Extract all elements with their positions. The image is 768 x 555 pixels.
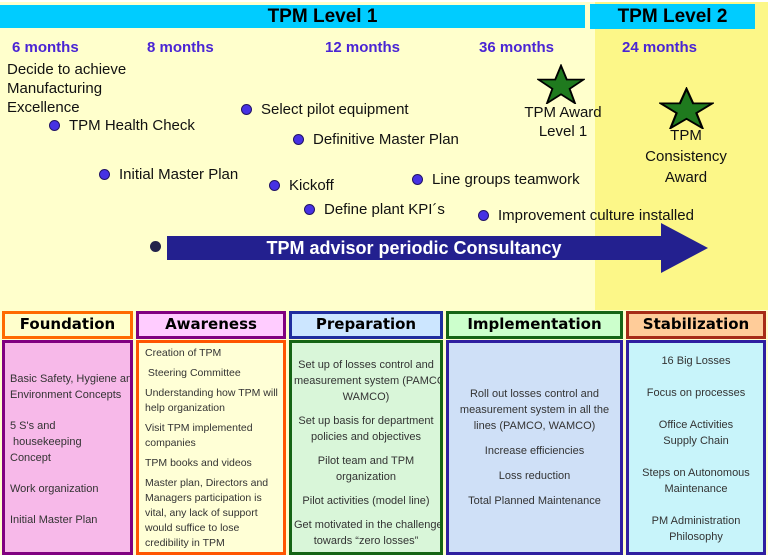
- milestone-line-groups-teamwork: Line groups teamwork: [412, 168, 580, 190]
- phase-column-implementation: Implementation Roll out losses control a…: [446, 311, 623, 555]
- level1-title-banner: TPM Level 1: [0, 5, 585, 28]
- month-label-8: 8 months: [147, 39, 214, 56]
- phase-item: Set up of losses control and measurement…: [294, 359, 443, 403]
- milestone-label: Initial Master Plan: [119, 165, 239, 183]
- phase-header-awareness: Awareness: [136, 311, 286, 339]
- phase-column-stabilization: Stabilization 16 Big Losses Focus on pro…: [626, 311, 766, 555]
- phase-item: Visit TPM implemented companies: [145, 422, 253, 449]
- phase-body-stabilization: 16 Big Losses Focus on processes Office …: [626, 340, 766, 555]
- milestone-label: Definitive Master Plan: [313, 130, 459, 148]
- award-line: TPM Award: [524, 104, 602, 121]
- phase-item: Steering Committee: [145, 367, 241, 379]
- month-label-6: 6 months: [12, 39, 79, 56]
- milestone-label: Kickoff: [289, 176, 334, 194]
- consultancy-arrow: TPM advisor periodic Consultancy: [167, 223, 708, 273]
- phase-item: TPM books and videos: [145, 457, 252, 469]
- phase-item: 5 S's and housekeeping Concept: [10, 420, 82, 464]
- milestone-label: Improvement culture installed: [498, 206, 694, 224]
- star-icon: [537, 64, 585, 104]
- arrowhead-icon: [661, 223, 708, 273]
- bullet-dot-icon: [241, 103, 252, 115]
- phase-body-awareness: Creation of TPM Steering Committee Under…: [136, 340, 286, 555]
- month-label-24: 24 months: [622, 39, 698, 56]
- phase-header-implementation: Implementation: [446, 311, 623, 339]
- tpm-consistency-award-label: TPM Consistency Award: [627, 125, 745, 188]
- bullet-dot-icon: [304, 203, 315, 215]
- note-line: Decide to achieve: [7, 61, 127, 78]
- milestone-kickoff: Kickoff: [269, 174, 334, 196]
- phase-item: Increase efficiencies: [484, 445, 585, 457]
- bullet-dot-icon: [99, 168, 110, 180]
- award-line: TPM: [670, 127, 702, 144]
- phase-item: PM Administration Philosophy: [651, 515, 741, 543]
- phase-header-foundation: Foundation: [2, 311, 133, 339]
- month-label-36: 36 months: [479, 39, 555, 56]
- phase-column-awareness: Awareness Creation of TPM Steering Commi…: [136, 311, 286, 555]
- phase-item: Focus on processes: [646, 387, 746, 399]
- phase-item: Pilot activities (model line): [302, 495, 430, 507]
- phase-item: Set up basis for department policies and…: [298, 415, 434, 443]
- award-line: Level 1: [538, 123, 588, 140]
- milestone-definitive-master-plan: Definitive Master Plan: [293, 128, 459, 150]
- milestone-define-plant-kpis: Define plant KPI´s: [304, 198, 445, 220]
- arrow-shaft: [167, 236, 661, 260]
- tpm-award-level1-label: TPM Award Level 1: [503, 103, 623, 141]
- arrow-label: TPM advisor periodic Consultancy: [266, 238, 562, 258]
- month-label-12: 12 months: [325, 39, 401, 56]
- milestone-label: Line groups teamwork: [432, 170, 580, 188]
- milestone-label: Define plant KPI´s: [324, 200, 445, 218]
- phase-item: Total Planned Maintenance: [468, 495, 601, 507]
- phase-item: Understanding how TPM will help organiza…: [145, 387, 278, 414]
- timeline-month-labels: 6 months 8 months 12 months 36 months 24…: [0, 39, 768, 57]
- note-line: Excellence: [7, 99, 80, 116]
- milestone-label: TPM Health Check: [69, 116, 195, 134]
- phase-body-foundation: Basic Safety, Hygiene and Environment Co…: [2, 340, 133, 555]
- phase-item: Steps on Autonomous Maintenance: [642, 467, 750, 495]
- start-decision-note: Decide to achieve Manufacturing Excellen…: [7, 60, 126, 117]
- arrow-start-dot: [150, 241, 161, 252]
- phase-body-implementation: Roll out losses control and measurement …: [446, 340, 623, 555]
- star-icon: [659, 87, 714, 129]
- bullet-dot-icon: [478, 209, 489, 221]
- phase-item: Initial Master Plan: [10, 514, 98, 526]
- phase-item: Loss reduction: [498, 470, 571, 482]
- phase-item: Office Activities Supply Chain: [658, 419, 734, 447]
- level2-title-banner: TPM Level 2: [590, 4, 755, 29]
- phase-body-preparation: Set up of losses control and measurement…: [289, 340, 443, 555]
- phase-item: Basic Safety, Hygiene and Environment Co…: [10, 373, 133, 401]
- award-line: Award: [664, 169, 708, 186]
- milestone-initial-master-plan: Initial Master Plan: [99, 163, 238, 185]
- phase-column-preparation: Preparation Set up of losses control and…: [289, 311, 443, 555]
- phase-header-stabilization: Stabilization: [626, 311, 766, 339]
- bullet-dot-icon: [293, 133, 304, 145]
- milestone-tpm-health-check: TPM Health Check: [49, 114, 195, 136]
- phase-item: Roll out losses control and measurement …: [459, 388, 610, 432]
- milestone-label: Select pilot equipment: [261, 100, 409, 118]
- phase-header-preparation: Preparation: [289, 311, 443, 339]
- milestone-select-pilot-equipment: Select pilot equipment: [241, 98, 409, 120]
- phase-item: Pilot team and TPM organization: [317, 455, 415, 483]
- phase-item: Creation of TPM: [145, 347, 222, 359]
- award-line: Consistency: [645, 148, 727, 165]
- phase-column-foundation: Foundation Basic Safety, Hygiene and Env…: [2, 311, 133, 555]
- phase-item: Master plan, Directors and Managers part…: [145, 477, 269, 549]
- milestone-improvement-culture: Improvement culture installed: [478, 204, 694, 226]
- bullet-dot-icon: [412, 173, 423, 185]
- note-line: Manufacturing: [7, 80, 103, 97]
- bullet-dot-icon: [269, 179, 280, 191]
- bullet-dot-icon: [49, 119, 60, 131]
- phase-item: 16 Big Losses: [661, 355, 731, 367]
- phase-item: Work organization: [10, 483, 99, 495]
- phase-item: Get motivated in the challenge towards “…: [294, 519, 443, 547]
